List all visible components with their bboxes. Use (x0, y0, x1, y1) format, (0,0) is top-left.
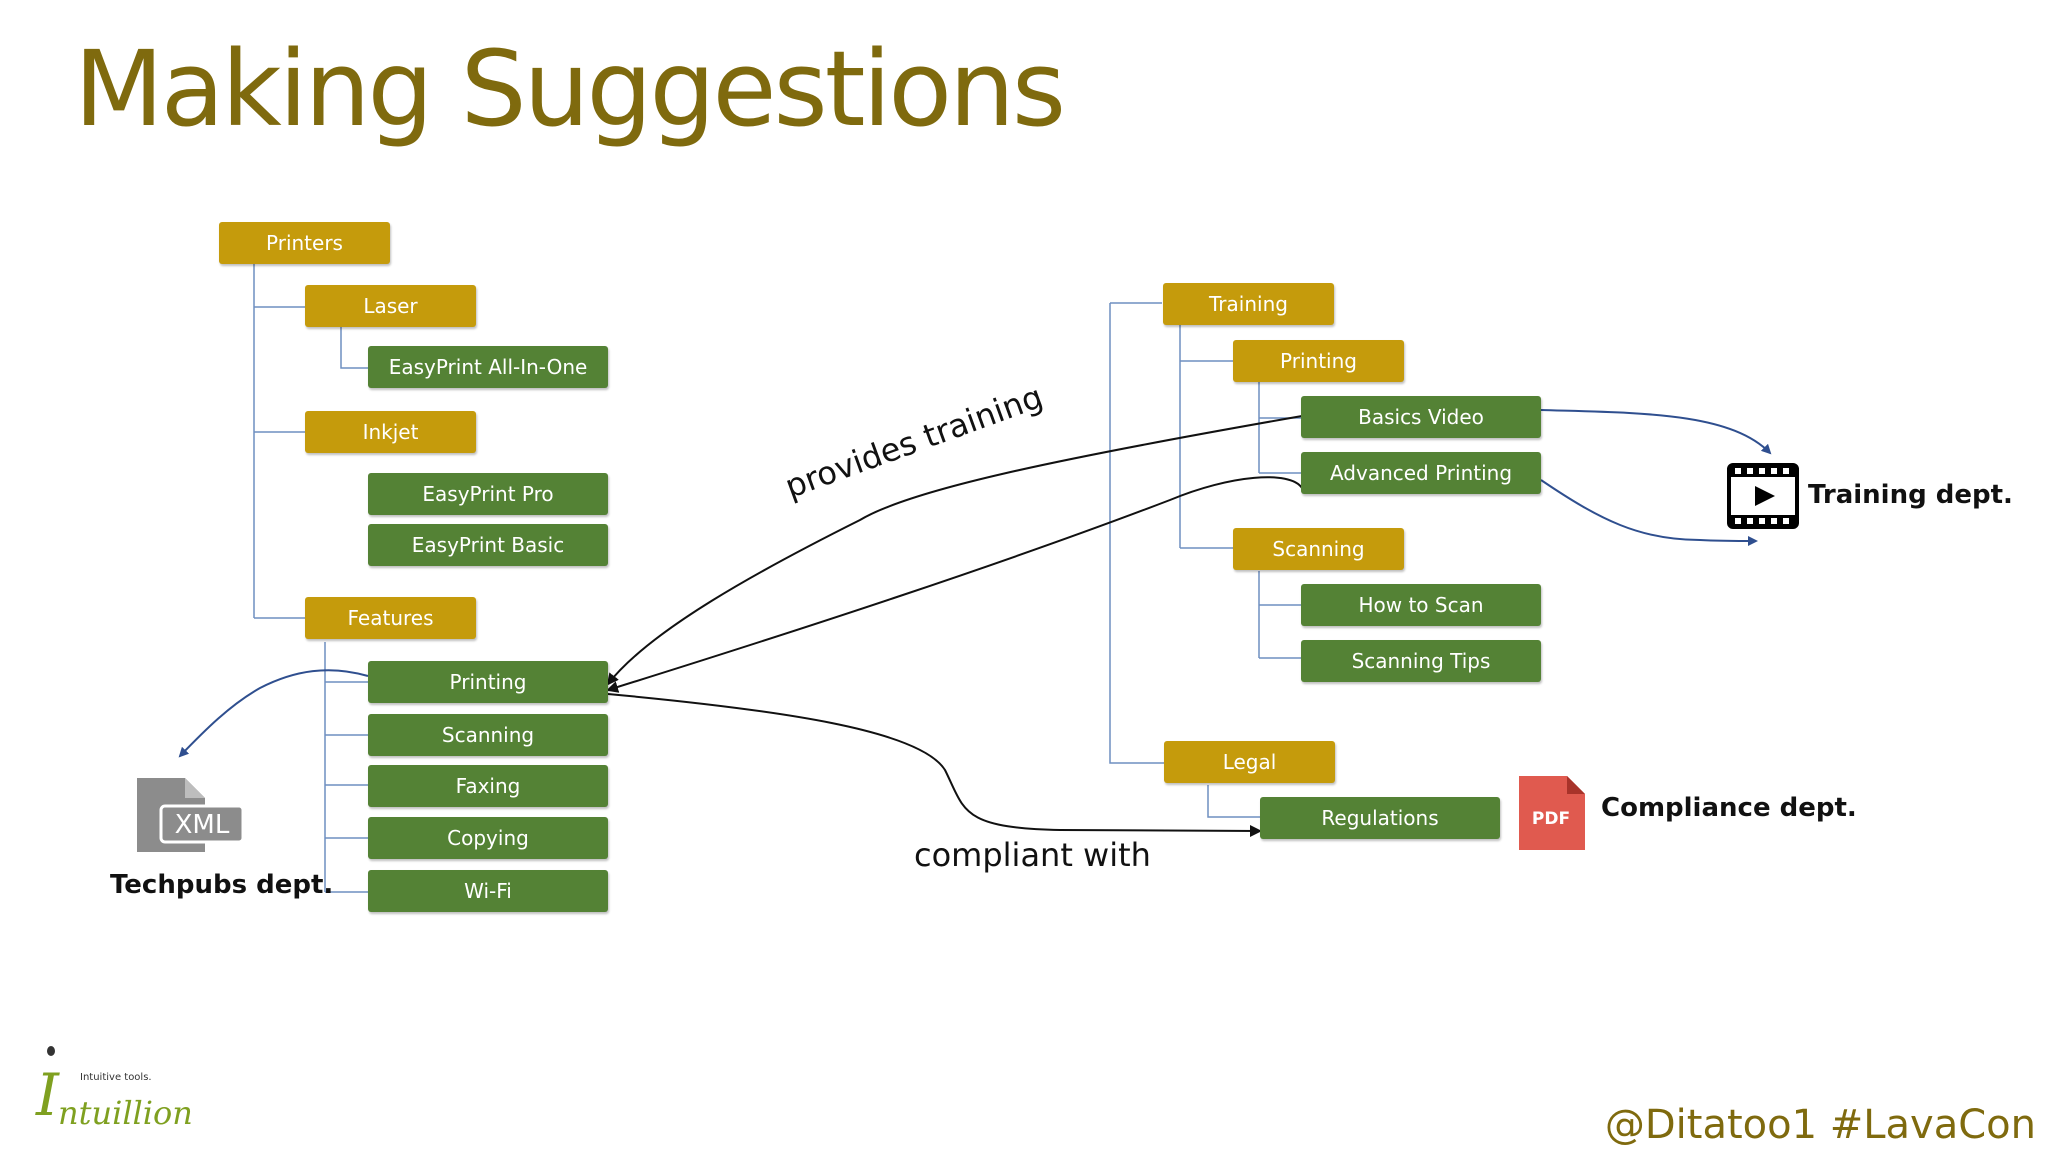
right-tree-connectors (1109, 302, 1301, 818)
node-scanning[interactable]: Scanning (368, 714, 608, 756)
node-printers[interactable]: Printers (219, 222, 390, 264)
techpubs-dept-label: Techpubs dept. (110, 870, 334, 900)
intuillion-logo: I Intuitive tools. ntuillion (30, 1046, 193, 1136)
training-dept-label: Training dept. (1808, 480, 2013, 510)
node-regulations[interactable]: Regulations (1260, 797, 1500, 839)
node-easyprint-basic[interactable]: EasyPrint Basic (368, 524, 608, 566)
node-training-scanning[interactable]: Scanning (1233, 528, 1404, 570)
arrow-provides-training-1 (606, 415, 1303, 686)
left-tree-connectors (253, 264, 368, 893)
pdf-file-icon: PDF (1519, 776, 1585, 850)
xml-label: XML (175, 810, 230, 840)
social-handle: @Ditatoo1 #LavaCon (1604, 1102, 2036, 1148)
node-advanced-printing[interactable]: Advanced Printing (1301, 452, 1541, 494)
node-easyprint-all-in-one[interactable]: EasyPrint All-In-One (368, 346, 608, 388)
arrow-compliant-with (607, 693, 1262, 837)
node-printing[interactable]: Printing (368, 661, 608, 703)
xml-file-icon: XML (137, 778, 245, 852)
node-basics-video[interactable]: Basics Video (1301, 396, 1541, 438)
node-scanning-tips[interactable]: Scanning Tips (1301, 640, 1541, 682)
node-wifi[interactable]: Wi-Fi (368, 870, 608, 912)
film-icon (1727, 463, 1799, 529)
arrow-advanced-to-training (1540, 479, 1758, 546)
arrow-to-techpubs (178, 669, 369, 758)
pdf-label: PDF (1532, 809, 1570, 829)
node-laser[interactable]: Laser (305, 285, 476, 327)
node-features[interactable]: Features (305, 597, 476, 639)
arrow-basics-to-training (1540, 409, 1772, 455)
node-faxing[interactable]: Faxing (368, 765, 608, 807)
node-easyprint-pro[interactable]: EasyPrint Pro (368, 473, 608, 515)
arrow-provides-training-2 (606, 476, 1303, 693)
node-training-printing[interactable]: Printing (1233, 340, 1404, 382)
compliance-dept-label: Compliance dept. (1601, 793, 1857, 823)
node-training[interactable]: Training (1163, 283, 1334, 325)
node-how-to-scan[interactable]: How to Scan (1301, 584, 1541, 626)
node-copying[interactable]: Copying (368, 817, 608, 859)
node-inkjet[interactable]: Inkjet (305, 411, 476, 453)
page-title: Making Suggestions (74, 28, 1066, 150)
node-legal[interactable]: Legal (1164, 741, 1335, 783)
label-compliant-with: compliant with (914, 836, 1151, 874)
